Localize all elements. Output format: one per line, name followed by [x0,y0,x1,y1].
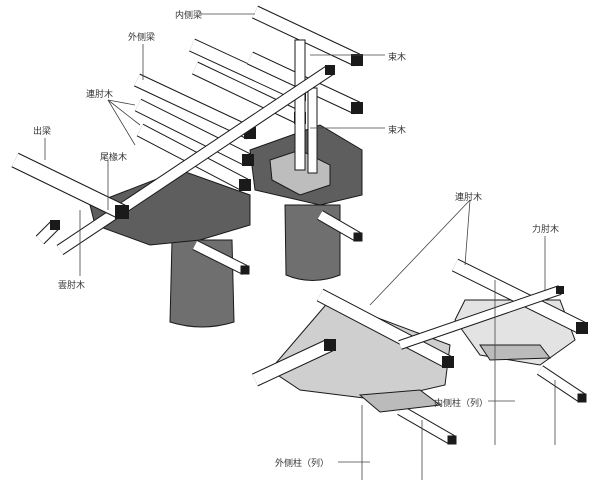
label-projecting-beam: 出梁 [33,127,52,137]
diagonal-beam-end [325,65,335,75]
leader-line [464,199,471,266]
projecting-beam-lower-face [252,339,333,386]
leader-line [107,99,141,126]
label-linked-bracket-arm-right: 連肘木 [455,193,483,203]
linked-arm-1-face [135,99,251,166]
linked-arm-2-end [239,179,251,191]
label-linked-bracket-arm-left: 連肘木 [86,90,114,100]
beam-upper-1-face [189,39,303,101]
lower-stub-left-end [240,265,250,275]
label-tail-rafter: 尾椽木 [100,153,128,163]
label-tie-wood-middle: 束木 [388,126,407,136]
label-force-bracket-arm: 力肘木 [532,225,560,235]
label-inner-column-row: 内侧柱（列） [434,399,489,409]
lower-stub-left-face [192,240,248,275]
tie-post-2 [307,87,318,174]
label-inner-beam: 内侧梁 [175,11,203,21]
beam-lower-back-face [452,259,585,334]
label-outer-column-row: 外侧柱（列） [275,459,330,469]
cross-beam-lower-face [398,286,562,349]
lower-stub-right-face [317,211,361,241]
label-outer-beam: 外侧梁 [128,33,156,43]
diagonal-beam-face [57,65,333,255]
leader-line [369,199,471,306]
projecting-beam-end [115,205,129,219]
linked-arm-lower-face [317,289,451,368]
cross-beam-lower-end [556,286,564,294]
leader-line [107,99,136,146]
beam-upper-3-end [351,102,363,114]
bearing-block-1 [358,389,442,413]
stub-lower-2-face [537,366,585,402]
outer-beam-face [134,74,253,139]
bracket-block-left [89,169,251,246]
bearing-block-2 [479,344,551,361]
label-cloud-bracket-arm: 雲肘木 [58,281,86,291]
stub-lower-2-end [577,393,587,403]
front-stub-end [50,220,60,230]
linked-arm-lower-end [442,356,454,368]
tie-post-1 [294,39,306,171]
projecting-beam-lower-end [324,339,336,351]
inner-beam-end [351,54,363,66]
linked-arm-1-end [242,154,254,166]
projecting-beam-face [11,153,126,219]
leader-line [107,99,136,106]
inner-beam-face [252,6,360,66]
beam-lower-back-end [576,322,588,334]
stub-lower-1-face [397,406,455,444]
stub-lower-1-end [447,435,457,445]
beam-upper-2-face [192,62,303,124]
lower-stub-right-end [353,232,363,242]
label-tie-wood-top: 束木 [388,53,407,63]
